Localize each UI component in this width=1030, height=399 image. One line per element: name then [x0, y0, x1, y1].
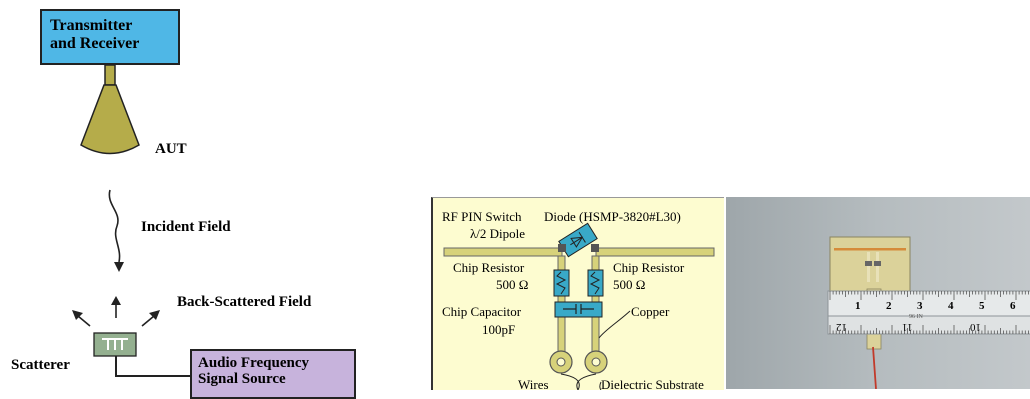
horn-feed: [105, 65, 115, 85]
ruler-number-1: 1: [855, 300, 861, 312]
scatterer-label: Scatterer: [11, 357, 70, 374]
ruler-number-2: 2: [886, 300, 892, 312]
chip-capacitor-label: Chip Capacitor: [442, 304, 521, 320]
copper-label: Copper: [631, 304, 669, 320]
signal-source-box: Audio Frequency Signal Source: [190, 349, 356, 399]
tag-photo: 1 2 3 4 5 6 96 IN 12 11 10: [726, 197, 1030, 389]
wire-left-icon: [550, 351, 572, 373]
chip-capacitor-icon: [555, 302, 602, 317]
backscatter-arrow-right: [142, 316, 154, 326]
photo-graphics: [726, 197, 1030, 389]
signal-source-label-line2: Signal Source: [198, 371, 354, 387]
chip-resistor-left-icon: [554, 270, 569, 296]
ruler-number-4: 4: [948, 300, 954, 312]
ruler-number-12: 12: [836, 321, 847, 333]
dipole-label: λ/2 Dipole: [470, 226, 525, 242]
incident-field-label: Incident Field: [141, 219, 231, 236]
dielectric-substrate-label: Dielectric Substrate: [601, 377, 704, 390]
wires-label: Wires: [518, 377, 549, 390]
resistor-right-value: 500 Ω: [613, 277, 645, 293]
dipole-arm-right: [596, 248, 714, 256]
ruler-number-5: 5: [979, 300, 985, 312]
copper-pointer: [599, 311, 630, 338]
dipole-arm-left: [444, 248, 562, 256]
wire-right-icon: [585, 351, 607, 373]
backscattered-field-label: Back-Scattered Field: [177, 294, 311, 311]
source-wire: [116, 356, 190, 376]
ruler-number-10: 10: [970, 321, 981, 333]
rf-pin-switch-label: RF PIN Switch: [442, 209, 521, 225]
chip-resistor-right-icon: [588, 270, 603, 296]
ruler-number-3: 3: [917, 300, 923, 312]
ruler-number-6: 6: [1010, 300, 1016, 312]
chip-resistor-left-label: Chip Resistor: [453, 260, 524, 276]
ruler-number-11: 11: [902, 321, 913, 333]
signal-source-label-line1: Audio Frequency: [198, 355, 354, 371]
capacitor-value: 100pF: [482, 322, 515, 338]
chip-resistor-right-label: Chip Resistor: [613, 260, 684, 276]
aut-label: AUT: [155, 141, 187, 158]
incident-field-arrow: [109, 190, 119, 262]
resistor-left-value: 500 Ω: [496, 277, 528, 293]
horn-antenna-icon: [81, 85, 139, 154]
backscatter-arrow-left: [78, 316, 90, 326]
tag-schematic: RF PIN Switch Diode (HSMP-3820#L30) λ/2 …: [431, 197, 724, 390]
diode-part-label: Diode (HSMP-3820#L30): [544, 209, 681, 225]
ruler-center-mark: 96 IN: [909, 314, 923, 320]
